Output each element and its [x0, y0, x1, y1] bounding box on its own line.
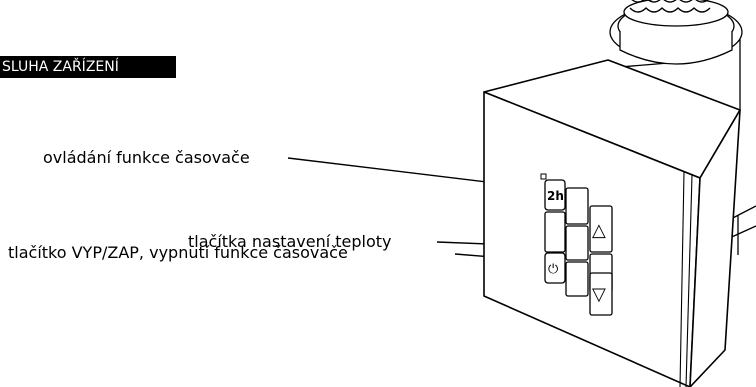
power-icon: ⏻: [548, 262, 558, 277]
key-grid-left-mid: [544, 211, 566, 253]
key-grid-mid-left: [565, 225, 589, 261]
callout-timer-control: ovládání funkce časovače: [43, 148, 250, 167]
callout-power-button: tlačítko VYP/ZAP, vypnutí funkce časovač…: [8, 243, 348, 262]
key-grid-top-left: [565, 187, 589, 225]
control-panel: [544, 179, 613, 316]
down-key[interactable]: [589, 272, 613, 316]
power-key[interactable]: [544, 252, 566, 284]
timer-key-label: 2h: [547, 189, 564, 203]
timer-key[interactable]: [544, 179, 566, 211]
section-header: SLUHA ZAŘÍZENÍ: [0, 56, 176, 78]
up-key[interactable]: [589, 205, 613, 253]
up-arrow-icon: △: [592, 220, 606, 241]
callout-temperature-buttons: tlačítka nastavení teploty: [188, 232, 392, 251]
key-grid-bottom-left: [565, 261, 589, 297]
indicator-led: [540, 173, 547, 180]
down-arrow-icon: ▽: [592, 284, 606, 305]
